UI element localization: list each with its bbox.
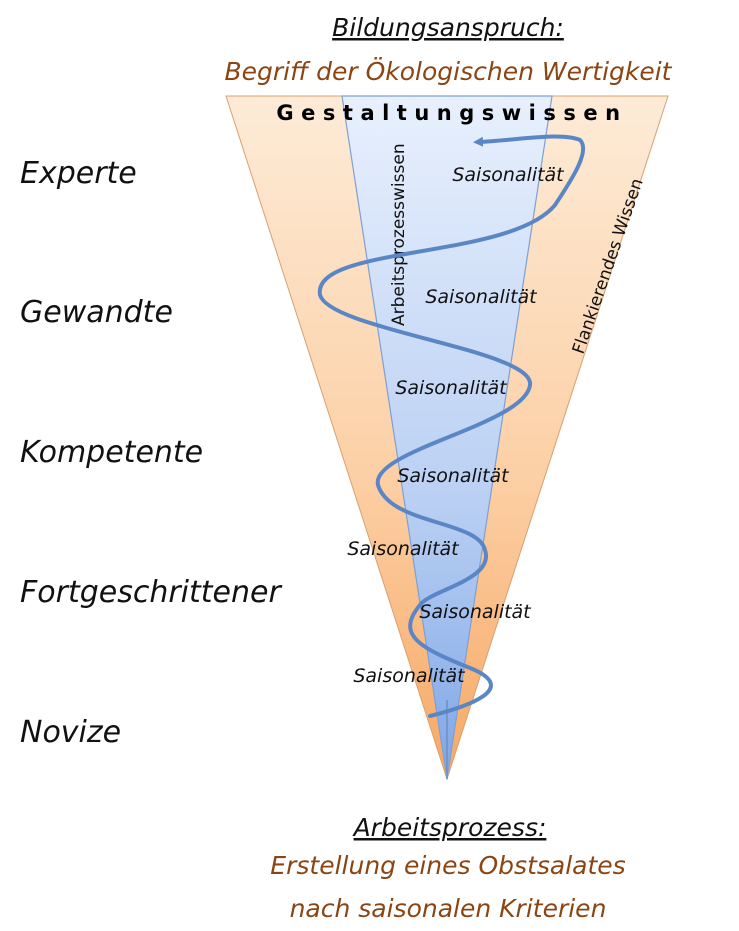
spiral-label: Saisonalität xyxy=(425,286,538,308)
level-label: Fortgeschrittener xyxy=(20,575,282,610)
spiral-label: Saisonalität xyxy=(419,601,532,623)
spiral-arrow xyxy=(317,134,586,718)
left-band-label: Arbeitsprozesswissen xyxy=(389,143,409,326)
funnel-label: Gestaltungswissen xyxy=(276,101,627,125)
level-label: Kompetente xyxy=(20,435,203,470)
level-label: Novize xyxy=(20,715,121,750)
spiral-label: Saisonalität xyxy=(395,377,508,399)
spiral-label: Saisonalität xyxy=(452,164,565,186)
top-subheading: Begriff der Ökologischen Wertigkeit xyxy=(225,57,673,86)
top-heading: Bildungsanspruch: xyxy=(332,13,564,42)
level-label: Experte xyxy=(20,156,137,191)
bottom-line-2: nach saisonalen Kriterien xyxy=(290,894,607,923)
spiral-label: Saisonalität xyxy=(347,538,460,560)
bottom-line-1: Erstellung eines Obstsalates xyxy=(270,851,625,880)
bottom-heading: Arbeitsprozess: xyxy=(352,813,547,842)
spiral-label: Saisonalität xyxy=(397,465,510,487)
level-label: Gewandte xyxy=(20,295,173,330)
spiral-label: Saisonalität xyxy=(353,665,466,687)
